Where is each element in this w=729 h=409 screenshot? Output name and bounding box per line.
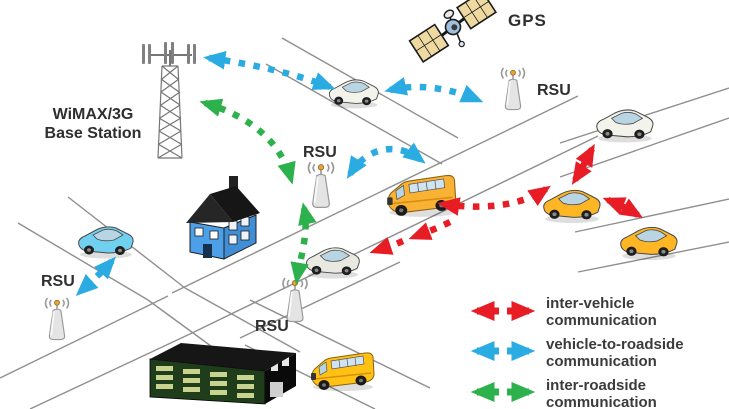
legend-item-vehicle-to-roadside: vehicle-to-roadside communication bbox=[546, 336, 684, 370]
gps-satellite-icon bbox=[408, 0, 497, 63]
white-car-north-icon bbox=[328, 79, 379, 109]
yellow-car-2-icon bbox=[620, 226, 678, 261]
ivc-arrow-yellow-car1-white-car bbox=[571, 143, 595, 185]
rsu-bottom-left-label: RSU bbox=[41, 273, 75, 290]
rsu-bottom-center-label: RSU bbox=[255, 318, 289, 335]
legend-label-line: inter-roadside bbox=[546, 377, 647, 394]
v2r-arrow-white-car-rsu-top bbox=[384, 77, 484, 103]
blue-car-icon bbox=[78, 226, 134, 260]
rsu-center-icon bbox=[307, 161, 335, 209]
legend-item-inter-roadside: inter-roadside communication bbox=[546, 377, 657, 409]
i2r-arrow-rsu-center-rsu-bottom bbox=[290, 202, 317, 285]
v2r-arrow-blue-car-rsu-left bbox=[75, 256, 116, 296]
rsu-top-right-label: RSU bbox=[537, 82, 571, 99]
yellow-van-icon bbox=[310, 352, 375, 392]
yellow-car-1-icon bbox=[543, 189, 601, 224]
legend-label-line: communication bbox=[546, 353, 657, 370]
legend-label-line: communication bbox=[546, 394, 657, 409]
legend-label-line: inter-vehicle bbox=[546, 295, 635, 312]
legend-item-inter-vehicle: inter-vehicle communication bbox=[546, 295, 657, 329]
gps-label: GPS bbox=[508, 11, 547, 30]
base-station-label-line1: WiMAX/3G bbox=[52, 106, 134, 123]
rsu-bottom-left-icon bbox=[44, 296, 70, 341]
rsu-center-label: RSU bbox=[303, 144, 337, 161]
house-icon bbox=[186, 176, 260, 260]
base-station-label-line2: Base Station bbox=[44, 125, 142, 142]
rsu-top-right-icon bbox=[500, 66, 526, 111]
gray-car-icon bbox=[305, 247, 360, 279]
v2r-arrow-rsu-center-bus bbox=[346, 142, 426, 179]
base-station-tower-icon bbox=[142, 42, 196, 159]
base-station-label: WiMAX/3G Base Station bbox=[28, 105, 158, 143]
rsu-bottom-center-icon bbox=[282, 277, 308, 323]
ivc-arrow-yellow-car1-yellow-car2 bbox=[602, 196, 644, 219]
legend-label-line: vehicle-to-roadside bbox=[546, 336, 684, 353]
legend-label-line: communication bbox=[546, 312, 657, 329]
i2r-arrow-tower-rsu-center bbox=[199, 98, 296, 185]
school-bus-icon bbox=[386, 174, 457, 218]
v2r-arrow-tower-white-car bbox=[203, 50, 336, 91]
ivc-arrow-bus-yellow-car1 bbox=[437, 185, 551, 216]
ivc-arrow-bus-gray-car bbox=[369, 219, 452, 255]
warehouse-icon bbox=[149, 343, 296, 405]
